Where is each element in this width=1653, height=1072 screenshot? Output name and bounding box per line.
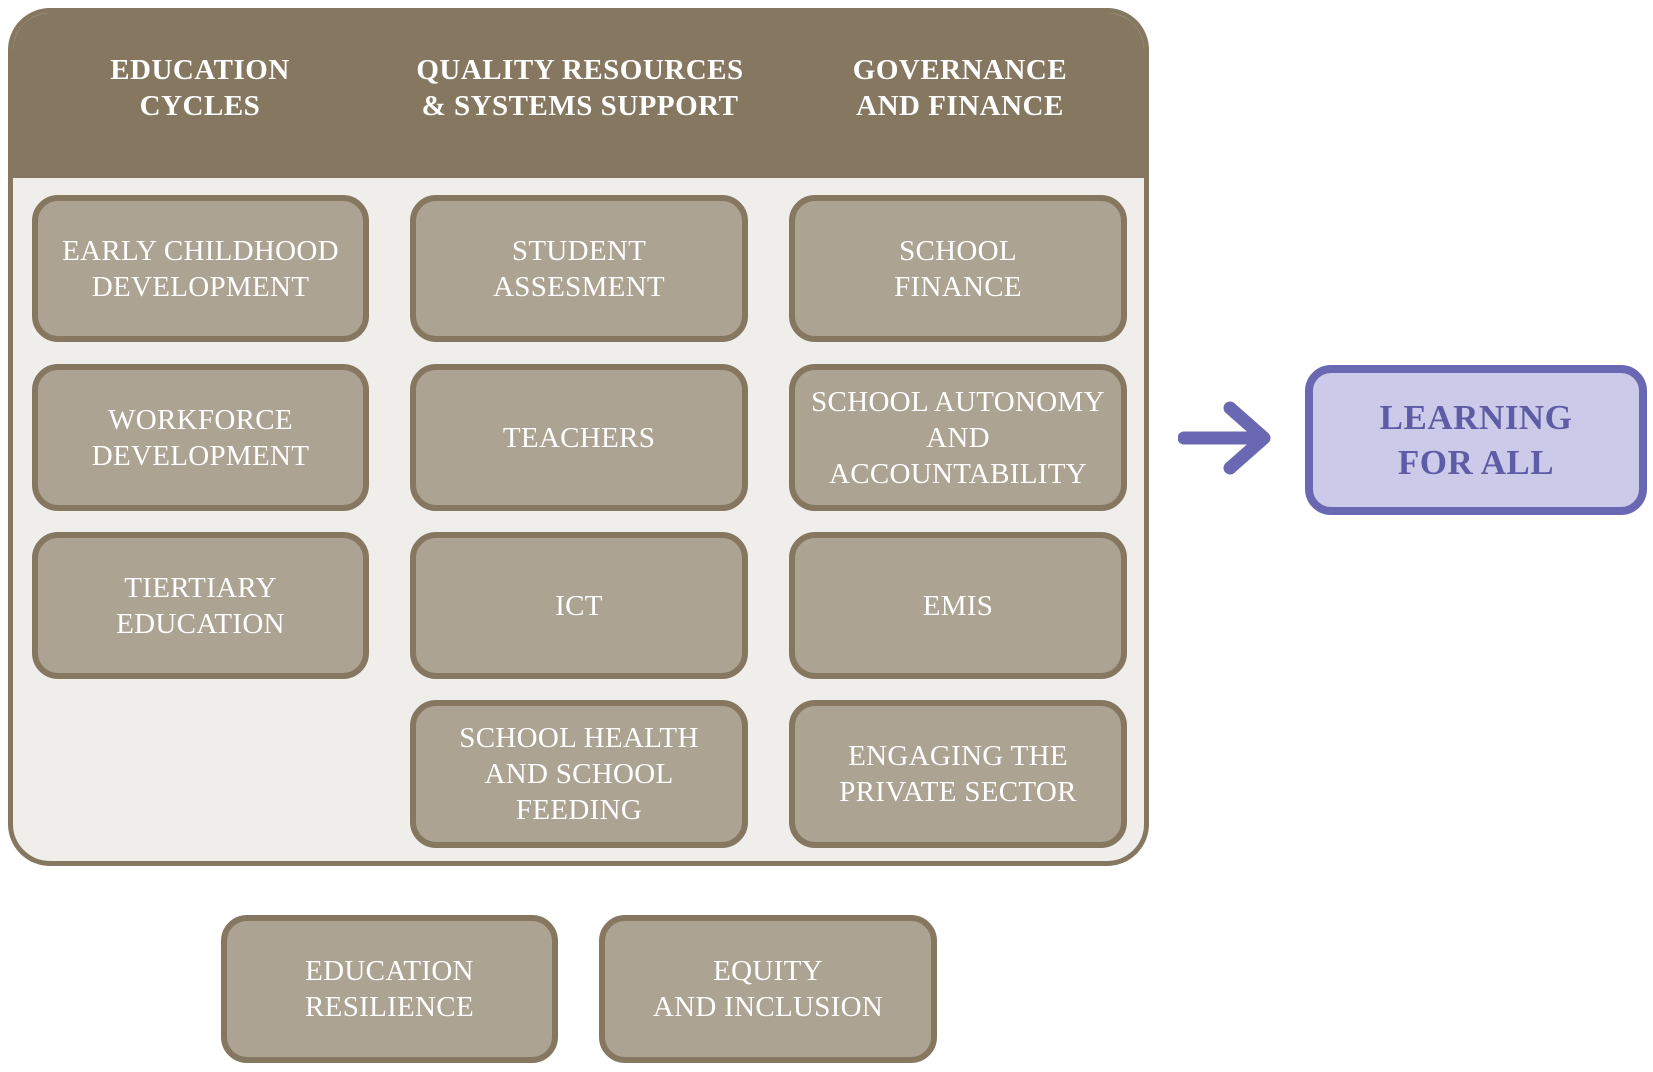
box-engaging-private-sector: ENGAGING THE PRIVATE SECTOR	[789, 700, 1127, 848]
box-student-assessment: STUDENT ASSESMENT	[410, 195, 748, 342]
box-teachers: TEACHERS	[410, 364, 748, 511]
box-school-health-feeding: SCHOOL HEALTH AND SCHOOL FEEDING	[410, 700, 748, 848]
box-emis: EMIS	[789, 532, 1127, 679]
column-header-education-cycles: EDUCATION CYCLES	[110, 54, 290, 122]
box-school-finance: SCHOOL FINANCE	[789, 195, 1127, 342]
column-header-quality-resources: QUALITY RESOURCES & SYSTEMS SUPPORT	[416, 54, 744, 122]
box-workforce-development: WORKFORCE DEVELOPMENT	[32, 364, 369, 511]
box-tiertiary-education: TIERTIARY EDUCATION	[32, 532, 369, 679]
panel-header	[13, 13, 1144, 178]
box-equity-inclusion: EQUITY AND INCLUSION	[599, 915, 937, 1063]
arrow-right-icon	[1178, 401, 1271, 475]
box-early-childhood-development: EARLY CHILDHOOD DEVELOPMENT	[32, 195, 369, 342]
box-school-autonomy-accountability: SCHOOL AUTONOMY AND ACCOUNTABILITY	[789, 364, 1127, 511]
column-header-governance-finance: GOVERNANCE AND FINANCE	[852, 54, 1068, 122]
box-ict: ICT	[410, 532, 748, 679]
box-education-resilience: EDUCATION RESILIENCE	[221, 915, 558, 1063]
outcome-learning-for-all: LEARNING FOR ALL	[1305, 365, 1647, 515]
